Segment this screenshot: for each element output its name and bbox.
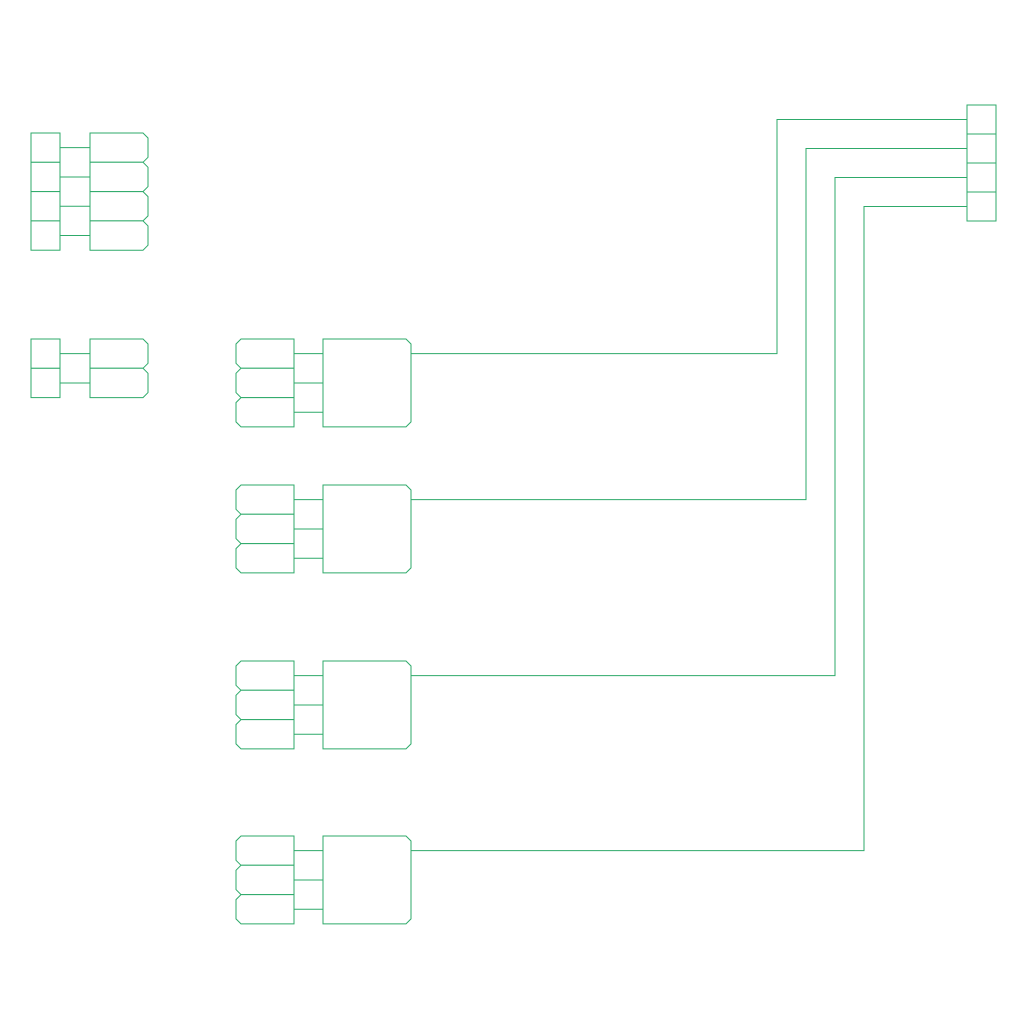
legend-group-b-tag-box bbox=[89, 338, 149, 369]
module-body bbox=[322, 484, 412, 574]
module-input-tag bbox=[235, 367, 295, 399]
legend-group-a-small-box bbox=[30, 132, 61, 163]
module-input-tag bbox=[235, 397, 295, 428]
module-body bbox=[322, 338, 412, 428]
legend-group-a-tag-box bbox=[89, 161, 149, 193]
module-output-wire bbox=[411, 206, 967, 852]
module-input-tag bbox=[235, 484, 295, 515]
module-output-wire bbox=[411, 177, 967, 677]
module-input-tag bbox=[235, 543, 295, 574]
module-input-tag bbox=[235, 835, 295, 866]
legend-group-a-small-box bbox=[30, 191, 61, 222]
terminal-block-port bbox=[966, 104, 997, 135]
module-4 bbox=[235, 835, 412, 925]
terminal-block-port bbox=[966, 133, 997, 164]
terminal-block-port bbox=[966, 162, 997, 193]
terminal-block-port bbox=[966, 191, 997, 222]
module-input-tag bbox=[235, 689, 295, 721]
legend-group-b-tag-box bbox=[89, 367, 149, 399]
module-3 bbox=[235, 660, 412, 750]
module-input-tag bbox=[235, 719, 295, 750]
legend-group-b-small-box bbox=[30, 338, 61, 369]
legend-group-b bbox=[30, 338, 149, 399]
shapes-layer bbox=[30, 104, 997, 925]
module-input-tag bbox=[235, 894, 295, 925]
module-body bbox=[322, 835, 412, 925]
legend-group-a-tag-box bbox=[89, 220, 149, 251]
module-output-wire bbox=[411, 119, 967, 355]
terminal-block bbox=[966, 104, 997, 222]
module-input-tag bbox=[235, 864, 295, 896]
module-input-tag bbox=[235, 338, 295, 369]
module-body bbox=[322, 660, 412, 750]
wires-layer bbox=[411, 119, 967, 852]
legend-group-b-small-box bbox=[30, 367, 61, 399]
module-output-wire bbox=[411, 148, 967, 501]
legend-group-a-tag-box bbox=[89, 132, 149, 163]
module-2 bbox=[235, 484, 412, 574]
legend-group-a-tag-box bbox=[89, 191, 149, 222]
module-1 bbox=[235, 338, 412, 428]
module-input-tag bbox=[235, 660, 295, 691]
module-input-tag bbox=[235, 513, 295, 545]
legend-group-a-small-box bbox=[30, 161, 61, 193]
legend-group-a bbox=[30, 132, 149, 251]
legend-group-a-small-box bbox=[30, 220, 61, 251]
